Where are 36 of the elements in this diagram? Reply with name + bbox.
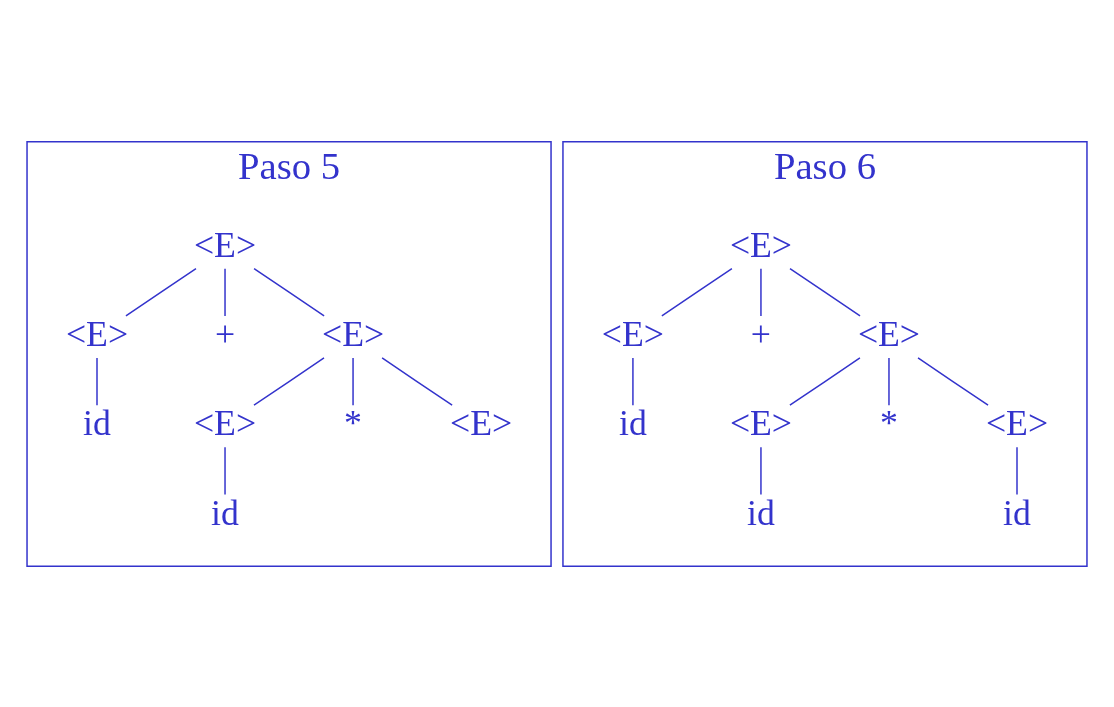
connector xyxy=(917,356,989,406)
connector xyxy=(789,356,861,406)
node-text: id xyxy=(1003,492,1031,533)
node-text: <E> xyxy=(857,313,921,354)
connector xyxy=(760,446,762,495)
node-text: <E> xyxy=(65,313,129,354)
node-text: + xyxy=(750,313,772,354)
node-text: id xyxy=(619,402,647,443)
node-text: <E> xyxy=(729,402,792,443)
connector xyxy=(661,267,733,317)
node-text: * xyxy=(344,402,362,443)
node-text: id xyxy=(211,492,239,533)
connector xyxy=(224,446,226,495)
node-text: <E> xyxy=(322,313,385,354)
connector xyxy=(789,267,861,317)
connector xyxy=(888,356,890,406)
connector xyxy=(1016,446,1018,495)
connector xyxy=(96,356,98,406)
connector xyxy=(381,356,453,406)
node-text: id xyxy=(83,402,111,443)
node-text: id xyxy=(747,492,775,533)
node-text: <E> xyxy=(985,402,1049,443)
node-text: <E> xyxy=(729,224,792,265)
node-text: <E> xyxy=(450,402,513,443)
node-text: <E> xyxy=(193,402,257,443)
connector xyxy=(632,356,634,406)
node-text: * xyxy=(880,402,898,443)
connector xyxy=(224,267,226,317)
node-text: <E> xyxy=(193,224,257,265)
node-text: + xyxy=(214,313,236,354)
connector xyxy=(352,356,354,406)
connector xyxy=(253,267,325,317)
node-text: <E> xyxy=(601,313,664,354)
connector xyxy=(253,356,325,406)
connector xyxy=(125,267,197,317)
connector xyxy=(760,267,762,317)
